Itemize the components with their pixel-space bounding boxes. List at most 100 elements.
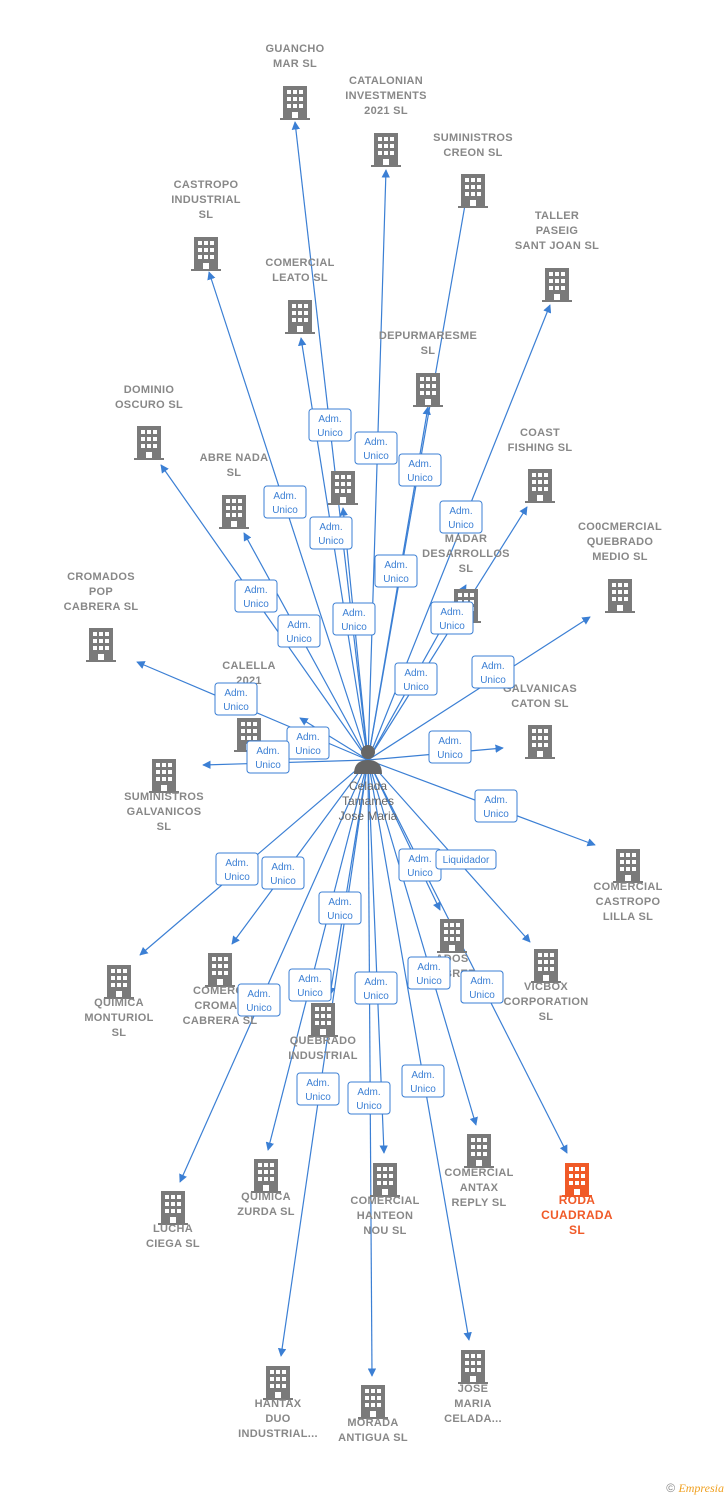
- edge-label-adm-unico[interactable]: Adm.Unico: [471, 655, 515, 689]
- edge-label-adm-unico[interactable]: Adm.Unico: [296, 1072, 340, 1106]
- edge-label-adm-unico[interactable]: Adm.Unico: [401, 1064, 445, 1098]
- edge-label-adm-unico[interactable]: Adm.Unico: [347, 1081, 391, 1115]
- edge-label-adm-unico[interactable]: Adm.Unico: [394, 662, 438, 696]
- edge-label-adm-unico[interactable]: Adm.Unico: [354, 431, 398, 465]
- edge-label-adm-unico[interactable]: Adm.Unico: [261, 856, 305, 890]
- edge-label-adm-unico[interactable]: Adm.Unico: [398, 848, 442, 882]
- person-label-line: Tamames: [342, 794, 394, 808]
- edge-label-adm-unico[interactable]: Adm.Unico: [309, 516, 353, 550]
- edge-label-adm-unico[interactable]: Adm.Unico: [214, 682, 258, 716]
- edge-lucha-ciega: [179, 759, 369, 1183]
- edge-label-adm-unico[interactable]: Adm.Unico: [474, 789, 518, 823]
- edge-label-adm-unico[interactable]: Adm.Unico: [234, 579, 278, 613]
- edge-label-line: Adm.: [296, 732, 319, 743]
- edge-label-adm-unico[interactable]: Adm.Unico: [215, 852, 259, 886]
- edge-label-text: Adm.Unico: [270, 862, 296, 887]
- brand-logo[interactable]: Empresia: [678, 1481, 724, 1495]
- edge-label-adm-unico[interactable]: Adm.Unico: [246, 740, 290, 774]
- edge-label-adm-unico[interactable]: Adm.Unico: [263, 485, 307, 519]
- edge-label-liquidador[interactable]: Liquidador: [435, 849, 497, 870]
- edge-label-adm-unico[interactable]: Adm.Unico: [277, 614, 321, 648]
- edge-label-adm-unico[interactable]: Adm.Unico: [374, 554, 418, 588]
- edge-label-line: Adm.: [244, 585, 267, 596]
- edge-label-adm-unico[interactable]: Adm.Unico: [460, 970, 504, 1004]
- edge-label-adm-unico[interactable]: Adm.Unico: [430, 601, 474, 635]
- edge-label-adm-unico[interactable]: Adm.Unico: [308, 408, 352, 442]
- edge-label-adm-unico[interactable]: Adm.Unico: [398, 453, 442, 487]
- company-label-line: MORADA: [347, 1417, 398, 1429]
- edge-label-adm-unico[interactable]: Adm.Unico: [407, 956, 451, 990]
- edge-label-adm-unico[interactable]: Adm.Unico: [286, 726, 330, 760]
- company-label-line: RODA: [559, 1193, 596, 1207]
- edge-label-adm-unico[interactable]: Adm.Unico: [439, 500, 483, 534]
- building-icon: [263, 1366, 293, 1400]
- edge-label-adm-unico[interactable]: Adm.Unico: [332, 602, 376, 636]
- edge-label-text: Adm.Unico: [243, 585, 269, 610]
- company-label-line: OSCURO SL: [115, 399, 183, 411]
- edge-label-adm-unico[interactable]: Adm.Unico: [428, 730, 472, 764]
- edge-label-adm-unico[interactable]: Adm.Unico: [318, 891, 362, 925]
- edge-label-adm-unico[interactable]: Adm.Unico: [288, 968, 332, 1002]
- edge-label-line: Adm.: [449, 506, 472, 517]
- edge-label-adm-unico[interactable]: Adm.Unico: [237, 983, 281, 1017]
- edge-label-adm-unico[interactable]: Adm.Unico: [354, 971, 398, 1005]
